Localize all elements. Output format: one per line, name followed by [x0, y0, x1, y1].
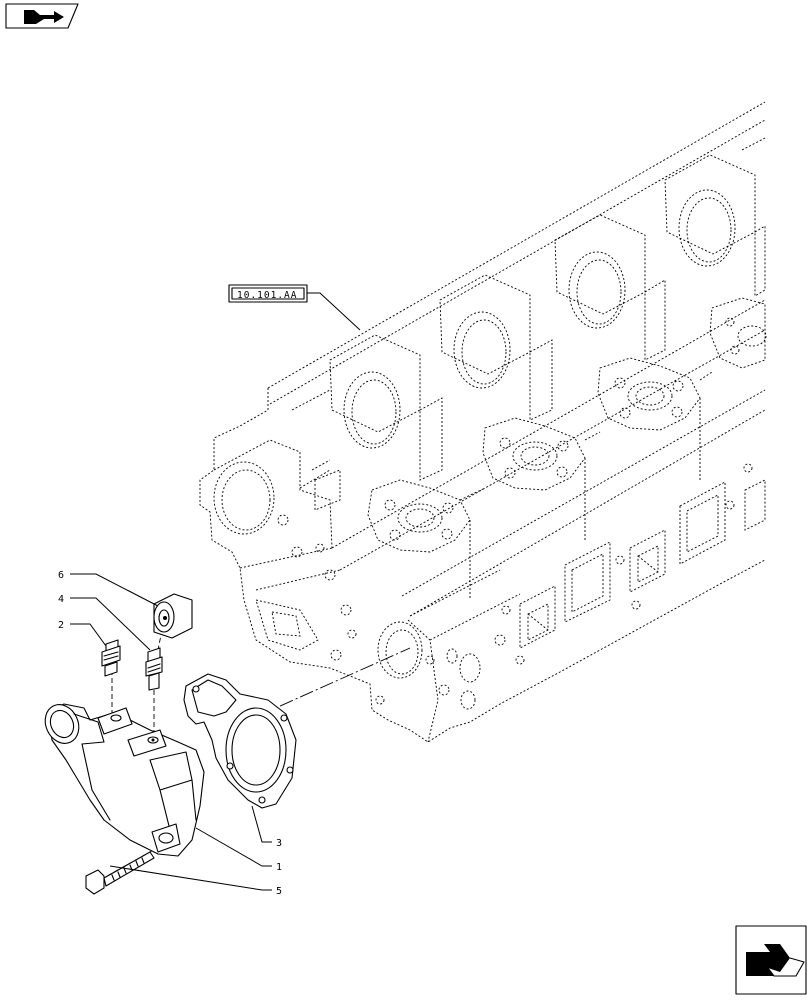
- next-page-arrow-icon[interactable]: [735, 925, 807, 995]
- part-5-bolt[interactable]: [85, 851, 155, 895]
- callout-4: 4: [58, 594, 64, 605]
- part-3-gasket[interactable]: [183, 673, 297, 809]
- part-2-fitting[interactable]: [101, 639, 121, 677]
- reference-label-text: 10.101.AA: [237, 290, 297, 301]
- callout-3: 3: [276, 838, 282, 849]
- valve-area-3: [597, 357, 701, 431]
- cam-tower-1: [329, 334, 443, 481]
- callout-5: 5: [276, 886, 282, 897]
- callout-2: 2: [58, 620, 64, 631]
- part-4-fitting[interactable]: [145, 647, 163, 691]
- previous-page-arrow-icon[interactable]: [5, 3, 79, 29]
- valve-area-1: [367, 479, 471, 553]
- cam-tower-3: [554, 214, 666, 361]
- cylinder-head-outline: [199, 101, 767, 743]
- cam-tower-4: [664, 154, 766, 297]
- callout-6: 6: [58, 570, 64, 581]
- cam-tower-2: [439, 274, 553, 421]
- callout-1: 1: [276, 862, 282, 873]
- part-6-cap[interactable]: [153, 593, 193, 639]
- valve-area-4: [709, 297, 767, 369]
- reference-label[interactable]: 10.101.AA: [228, 284, 308, 303]
- part-1-housing[interactable]: [39, 699, 205, 857]
- valve-area-2: [482, 417, 586, 491]
